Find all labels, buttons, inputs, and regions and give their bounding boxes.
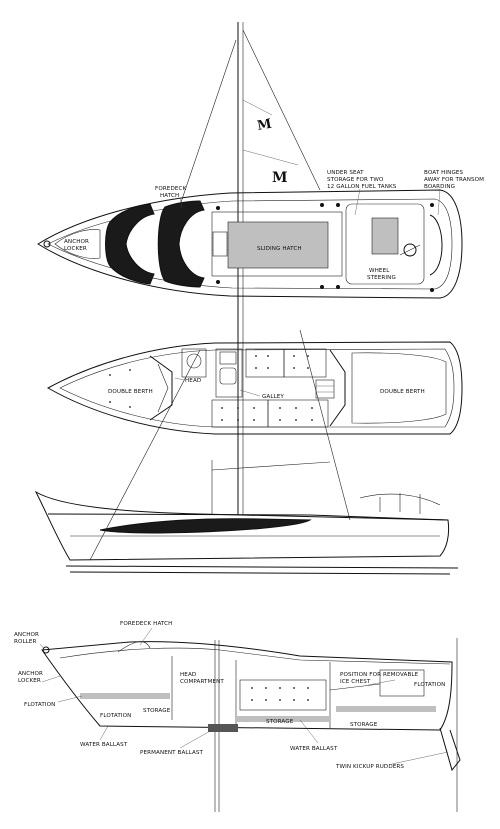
mast-and-sail: M M [89, 22, 351, 561]
label-water-ballast-aft: WATER BALLAST [290, 746, 338, 752]
sheer-line [47, 513, 449, 521]
hatch-trim [212, 231, 228, 257]
section-bulkheads [171, 656, 381, 728]
section-anchor-roller-icon [42, 646, 50, 654]
toilet-icon [186, 353, 202, 369]
label-galley: GALLEY [262, 394, 284, 400]
deck-fittings [216, 203, 434, 292]
label-head-compartment-2: COMPARTMENT [180, 679, 224, 685]
label-permanent-ballast: PERMANENT BALLAST [140, 750, 204, 756]
sliding-hatch [227, 221, 329, 269]
leader-lines [39, 627, 449, 765]
forestay [174, 39, 237, 221]
boom [211, 461, 331, 471]
label-anchor-locker-section-2: LOCKER [18, 678, 41, 684]
wheel-spoke [399, 244, 421, 256]
section-ice-chest [379, 669, 425, 697]
sail-insignia: M [272, 170, 288, 186]
section-deck [59, 647, 451, 665]
label-foredeck-hatch-section: FOREDECK HATCH [120, 621, 172, 627]
companionway-steps [315, 379, 335, 399]
label-twin-kickup-rudders: TWIN KICKUP RUDDERS [335, 764, 404, 770]
hull-profile [34, 490, 450, 561]
sink-icon [219, 351, 237, 365]
label-ice-chest-2: ICE CHEST [340, 679, 371, 685]
label-anchor-locker-2: LOCKER [64, 246, 87, 252]
cockpit-well [345, 203, 425, 285]
cabin-window-stripe-aft [157, 200, 205, 288]
foredeck-hatch-icon [117, 641, 151, 653]
cabin-window-stripe-fwd [105, 203, 155, 285]
water-ballast-fwd-band [80, 693, 170, 699]
label-anchor-locker-section-1: ANCHOR [18, 671, 43, 677]
label-boat-hinges-2: AWAY FOR TRANSOM [424, 177, 484, 183]
backstay [299, 329, 351, 521]
label-head: HEAD [185, 378, 201, 384]
label-storage-fwd: STORAGE [143, 708, 171, 714]
head-compartment-outline [181, 348, 207, 378]
label-foredeck-hatch-2: HATCH [160, 193, 179, 199]
ballast-keel-plate [208, 724, 238, 732]
label-boat-hinges-1: BOAT HINGES [424, 170, 464, 176]
inboard-section-view: FOREDECK HATCH ANCHOR ROLLER ANCHOR LOCK… [14, 621, 461, 812]
label-anchor-roller-2: ROLLER [14, 639, 37, 645]
cockpit-sole [371, 217, 399, 255]
section-hull [41, 641, 453, 731]
permanent-ballast-band [236, 716, 330, 722]
interior-plan-view: DOUBLE BERTH HEAD GALLEY DOUBLE BERTH [46, 341, 463, 435]
water-ballast-aft-band [336, 706, 436, 712]
label-wheel-steering-1: WHEEL [369, 268, 390, 274]
sailing-profile-view [34, 460, 459, 575]
companionway-area [211, 211, 343, 277]
label-storage-aft: STORAGE [350, 722, 378, 728]
boot-stripe [69, 571, 451, 575]
label-under-seat-1: UNDER SEAT [327, 170, 364, 176]
settee-cushions [211, 348, 329, 428]
galley-counter [215, 348, 243, 398]
cushion-tufting [109, 355, 313, 421]
label-foredeck-hatch-1: FOREDECK [155, 186, 186, 192]
label-flotation-mid: FLOTATION [100, 713, 131, 719]
anchor-locker-outline [54, 229, 101, 259]
vberth-insert [157, 363, 169, 413]
label-water-ballast-fwd: WATER BALLAST [80, 742, 128, 748]
steering-wheel-icon [403, 243, 417, 257]
label-flotation-aft: FLOTATION [414, 682, 445, 688]
shroud-lines [89, 349, 201, 561]
hull-interior-outline [46, 341, 463, 435]
label-under-seat-3: 12 GALLON FUEL TANKS [327, 184, 397, 190]
label-anchor-roller-1: ANCHOR [14, 632, 39, 638]
aft-double-berth [351, 352, 447, 424]
section-settee-tufting [251, 687, 309, 701]
label-wheel-steering-2: STEERING [367, 275, 396, 281]
deck-plan-view: FOREDECK HATCH ANCHOR LOCKER SLIDING HAT… [37, 170, 484, 299]
pulpit-rail [359, 493, 441, 506]
label-sliding-hatch: SLIDING HATCH [257, 246, 302, 252]
label-boat-hinges-3: BOARDING [424, 184, 455, 190]
label-anchor-locker-1: ANCHOR [64, 239, 89, 245]
section-settee [239, 679, 327, 711]
label-double-berth-fwd: DOUBLE BERTH [108, 389, 153, 395]
label-storage-mid: STORAGE [266, 719, 294, 725]
label-head-compartment-1: HEAD [180, 672, 196, 678]
label-ice-chest-1: POSITION FOR REMOVABLE [340, 672, 419, 678]
mainsail-leech [242, 29, 321, 191]
label-under-seat-2: STORAGE FOR TWO [327, 177, 384, 183]
aft-bulkhead [329, 349, 346, 427]
stove-icon [219, 367, 237, 385]
cabin-window-profile [99, 518, 312, 534]
hull-interior-liner [59, 348, 455, 428]
sail-insignia-upper: M [256, 117, 273, 134]
transom-hinge [429, 214, 443, 276]
waterline [65, 565, 459, 569]
fwd-bulkhead [149, 355, 173, 421]
label-double-berth-aft: DOUBLE BERTH [380, 389, 425, 395]
sail-battens [242, 99, 299, 166]
kickup-rudder-icon [439, 727, 461, 772]
label-flotation-fwd: FLOTATION [24, 702, 55, 708]
bow-roller-icon [43, 240, 51, 248]
